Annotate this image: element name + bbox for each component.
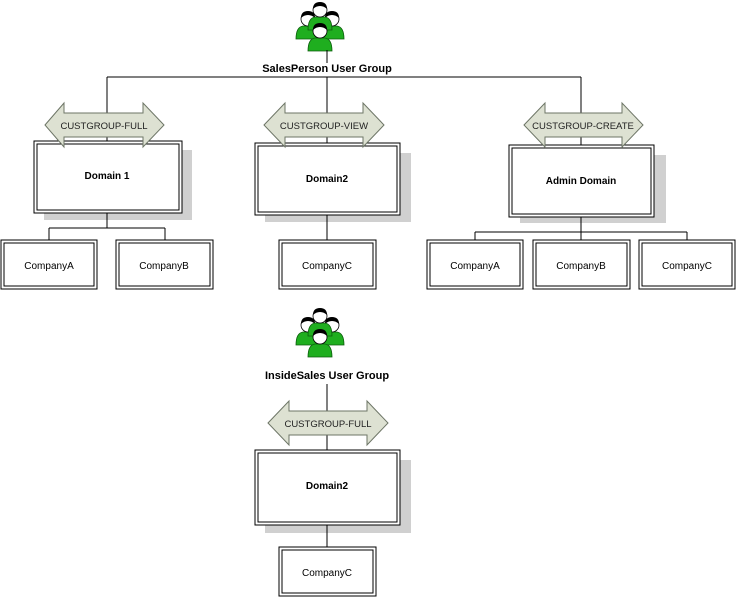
group-salesperson: SalesPerson User Group Domain 1 CUSTGROU…: [0, 2, 736, 290]
user-group-icon: [296, 308, 344, 357]
company-label: CompanyC: [302, 568, 352, 579]
company-label: CompanyB: [139, 261, 189, 272]
domain-label: Domain 1: [84, 171, 129, 182]
group-label: InsideSales User Group: [265, 370, 389, 382]
group-label: SalesPerson User Group: [262, 63, 392, 75]
group-insidesales: InsideSales User Group Domain2 CUSTGROUP…: [254, 308, 411, 597]
company-box: CompanyB: [115, 239, 214, 290]
domain-label: Domain2: [306, 481, 349, 492]
permission-arrow: CUSTGROUP-FULL: [44, 101, 165, 149]
domain-2: Domain2: [254, 142, 411, 222]
permission-label: CUSTGROUP-FULL: [284, 419, 371, 430]
domain-admin: Admin Domain: [508, 144, 666, 223]
permission-label: CUSTGROUP-VIEW: [280, 121, 368, 132]
company-box: CompanyC: [278, 239, 377, 290]
company-box: CompanyC: [638, 239, 736, 290]
permission-arrow: CUSTGROUP-FULL: [267, 399, 389, 447]
company-label: CompanyC: [302, 261, 352, 272]
company-box: CompanyA: [0, 239, 98, 290]
company-box: CompanyC: [278, 546, 377, 597]
company-label: CompanyA: [450, 261, 500, 272]
domain-1: Domain 1: [33, 140, 192, 220]
permission-label: CUSTGROUP-FULL: [60, 121, 147, 132]
domain-label: Domain2: [306, 174, 349, 185]
permission-arrow: CUSTGROUP-CREATE: [523, 101, 644, 149]
company-label: CompanyC: [662, 261, 712, 272]
company-box: CompanyA: [426, 239, 524, 290]
permission-label: CUSTGROUP-CREATE: [532, 121, 634, 132]
company-label: CompanyA: [24, 261, 74, 272]
permission-arrow: CUSTGROUP-VIEW: [263, 101, 385, 149]
domain-2: Domain2: [254, 449, 411, 533]
user-group-icon: [296, 2, 344, 51]
domain-label: Admin Domain: [546, 176, 617, 187]
company-label: CompanyB: [556, 261, 606, 272]
company-box: CompanyB: [532, 239, 631, 290]
